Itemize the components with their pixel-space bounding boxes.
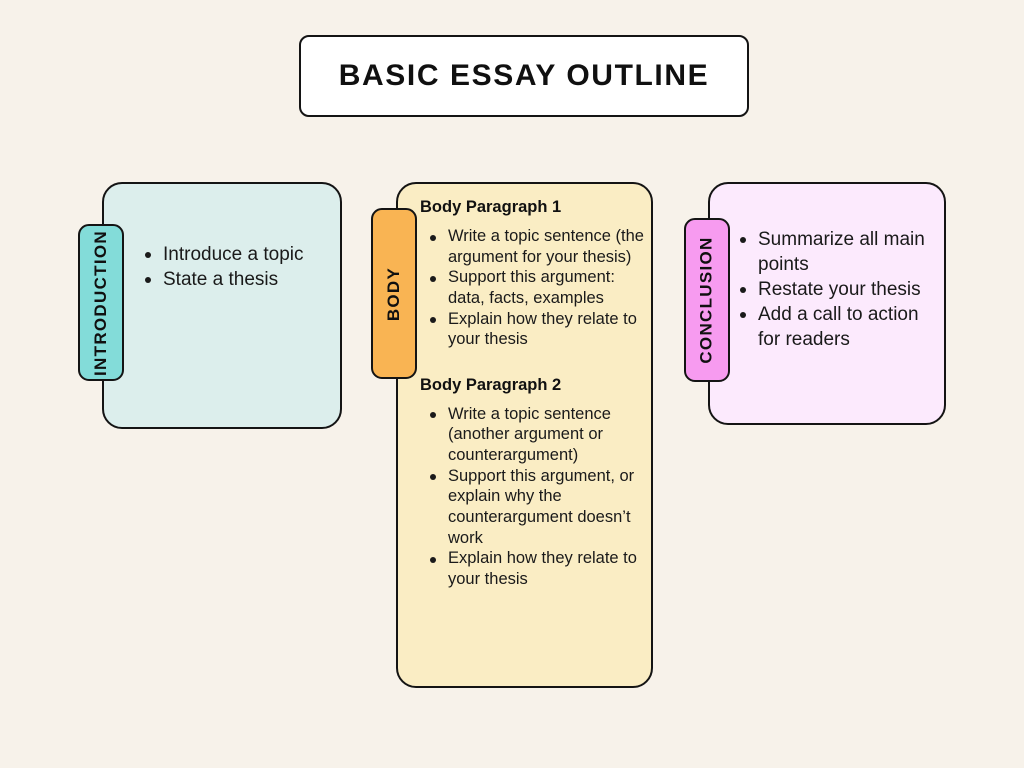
list-item: Introduce a topic <box>140 242 390 267</box>
list-item: State a thesis <box>140 267 390 292</box>
title-box: BASIC ESSAY OUTLINE <box>299 35 749 117</box>
conclusion-tab: CONCLUSION <box>684 218 730 382</box>
list-item: Add a call to action for readers <box>735 302 940 352</box>
introduction-card-inner: Introduce a topic State a thesis <box>104 184 340 427</box>
body-paragraph-1-heading: Body Paragraph 1 <box>420 198 562 216</box>
introduction-card: Introduce a topic State a thesis <box>102 182 342 429</box>
body-tab-label: BODY <box>384 266 404 321</box>
list-item: Summarize all main points <box>735 227 940 277</box>
list-item: Support this argument, or explain why th… <box>425 466 644 549</box>
list-item: Write a topic sentence (the argument for… <box>425 226 644 267</box>
list-item: Explain how they relate to your thesis <box>425 309 644 350</box>
body-paragraph-2-bullet-list: Write a topic sentence (another argument… <box>425 404 644 590</box>
page-title: BASIC ESSAY OUTLINE <box>338 59 710 92</box>
body-content: Body Paragraph 1 Write a topic sentence … <box>420 198 644 589</box>
body-paragraph-1-bullet-list: Write a topic sentence (the argument for… <box>425 226 644 350</box>
body-card: Body Paragraph 1 Write a topic sentence … <box>396 182 653 688</box>
conclusion-card-inner: Summarize all main points Restate your t… <box>710 184 944 423</box>
body-paragraph-divider-space <box>420 350 644 376</box>
body-tab: BODY <box>371 208 417 379</box>
list-item: Write a topic sentence (another argument… <box>425 404 644 466</box>
introduction-tab-label: INTRODUCTION <box>91 229 110 376</box>
list-item: Restate your thesis <box>735 277 940 302</box>
introduction-tab: INTRODUCTION <box>78 224 124 381</box>
introduction-bullet-list: Introduce a topic State a thesis <box>140 242 390 292</box>
conclusion-bullet-list: Summarize all main points Restate your t… <box>735 227 940 352</box>
conclusion-card: Summarize all main points Restate your t… <box>708 182 946 425</box>
body-paragraph-2-heading: Body Paragraph 2 <box>420 375 562 394</box>
conclusion-tab-label: CONCLUSION <box>697 236 716 364</box>
body-card-inner: Body Paragraph 1 Write a topic sentence … <box>398 184 651 686</box>
list-item: Explain how they relate to your thesis <box>425 548 644 589</box>
list-item: Support this argument: data, facts, exam… <box>425 267 644 308</box>
